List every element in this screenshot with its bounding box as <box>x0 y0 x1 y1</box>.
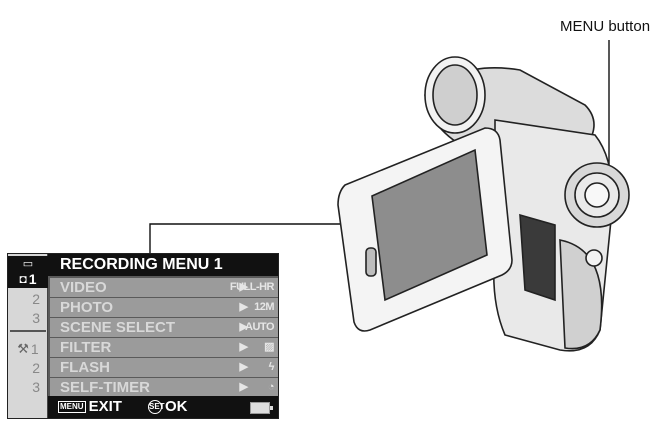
tab-record-2[interactable]: 2 <box>32 291 40 307</box>
screen-callout-line <box>149 223 408 255</box>
menu-item-label: VIDEO <box>60 279 107 296</box>
menu-item-video[interactable]: VIDEO ▶ FULL-HR <box>50 278 278 297</box>
ok-label: OK <box>165 398 188 415</box>
recording-menu-screen: ▭ ◘ 1 2 3 ⚒ 1 2 3 RECORDING MENU 1 VIDEO… <box>7 253 279 419</box>
flash-icon: ϟ <box>268 361 275 373</box>
tab-record-3[interactable]: 3 <box>32 310 40 326</box>
menu-item-label: SELF-TIMER <box>60 379 150 396</box>
menu-title: RECORDING MENU 1 <box>48 254 278 276</box>
arrow-right-icon: ▶ <box>239 361 248 373</box>
set-badge-icon: SET <box>148 400 165 415</box>
arrow-right-icon: ▶ <box>239 281 248 293</box>
tab-record-1[interactable]: ◘ 1 <box>8 270 48 288</box>
wrench-icon: ⚒ <box>17 341 29 356</box>
timer-icon: ◔ <box>267 381 275 393</box>
menu-item-label: FILTER <box>60 339 112 356</box>
battery-icon <box>250 402 273 414</box>
menu-item-self-timer[interactable]: SELF-TIMER ▶ ◔ <box>50 378 278 397</box>
still-camera-icon: ◘ <box>19 272 27 286</box>
menu-item-scene-select[interactable]: SCENE SELECT ▶ AUTO <box>50 318 278 337</box>
menu-item-photo[interactable]: PHOTO ▶ 12M <box>50 298 278 317</box>
menu-item-value: AUTO <box>245 321 274 333</box>
menu-item-value: 12M <box>254 301 274 313</box>
menu-item-value: FULL-HR <box>229 281 275 293</box>
tab-settings-3[interactable]: 3 <box>32 379 40 395</box>
tab-settings-1-label: 1 <box>30 341 39 357</box>
menu-button-label: MENU button <box>560 18 650 35</box>
menu-item-label: SCENE SELECT <box>60 319 176 336</box>
video-camera-icon[interactable]: ▭ <box>8 256 48 270</box>
exit-label: EXIT <box>88 398 122 415</box>
filter-icon: ▨ <box>264 341 274 353</box>
arrow-right-icon: ▶ <box>239 301 248 313</box>
menu-item-label: FLASH <box>60 359 110 376</box>
ok-hint[interactable]: SETOK <box>148 396 188 418</box>
camera-body <box>337 56 630 352</box>
menu-item-label: PHOTO <box>60 299 114 316</box>
arrow-right-icon: ▶ <box>239 321 248 333</box>
tab-settings-2[interactable]: 2 <box>32 360 40 376</box>
arrow-right-icon: ▶ <box>239 341 248 353</box>
tab-divider <box>10 330 46 332</box>
menu-item-filter[interactable]: FILTER ▶ ▨ <box>50 338 278 357</box>
menu-badge-icon: MENU <box>58 401 86 414</box>
menu-tab-column: ▭ ◘ 1 2 3 ⚒ 1 2 3 <box>8 254 48 418</box>
tab-record-1-label: 1 <box>28 271 37 287</box>
menu-item-flash[interactable]: FLASH ▶ ϟ <box>50 358 278 377</box>
tab-settings-1[interactable]: ⚒ 1 <box>8 340 48 358</box>
arrow-right-icon: ▶ <box>239 381 248 393</box>
